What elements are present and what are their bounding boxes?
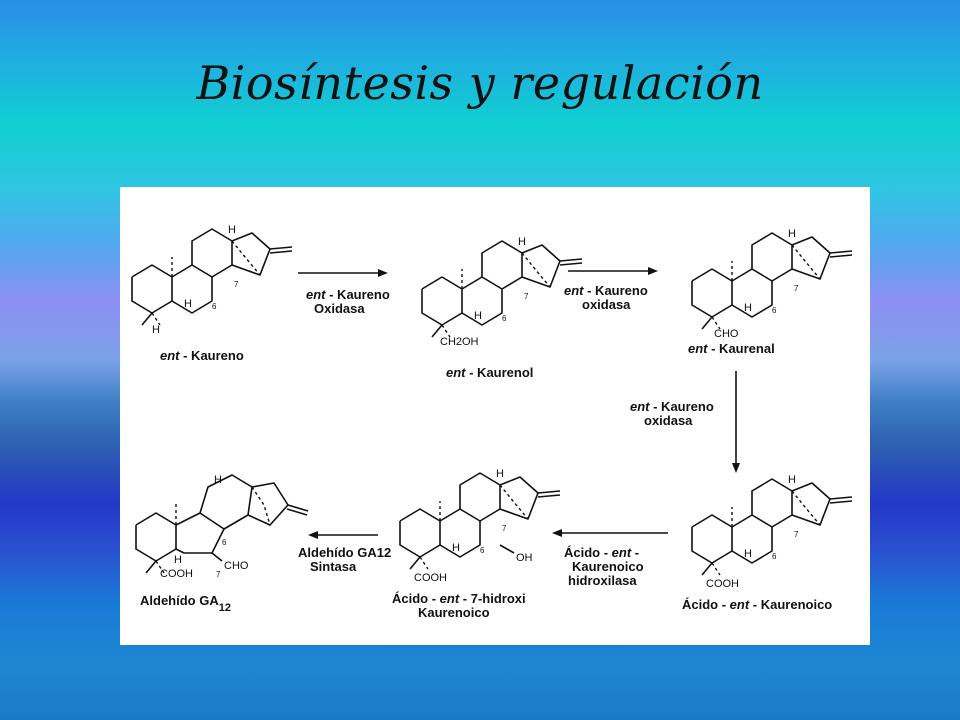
compound-name: Ácido - ent - 7-hidroxi (392, 591, 526, 606)
arrow-head (308, 531, 318, 539)
atom-number-6: 6 (222, 538, 227, 547)
atom-h: H (474, 310, 482, 322)
atom-h: H (496, 468, 504, 480)
atom-h: H (184, 298, 192, 310)
atom-number-7: 7 (502, 524, 507, 533)
atom-number-6: 6 (502, 314, 507, 323)
compound-acido-7-hidroxi-kaurenoico: H H 6 7 OH COOH Ácido - ent - 7-hidroxi … (392, 468, 561, 620)
atom-h: H (744, 548, 752, 560)
atom-group-cho: CHO (714, 328, 739, 340)
compound-ent-kaurenol: H H 6 7 CH2OH ent - Kaurenol (421, 236, 583, 380)
atom-h: H (452, 542, 460, 554)
atom-number-7: 7 (794, 530, 799, 539)
arrow-head (378, 269, 388, 277)
atom-group: H (152, 324, 160, 336)
compound-name: Ácido - ent - Kaurenoico (682, 597, 832, 612)
enzyme-label-line2: Kaurenoico (572, 559, 644, 574)
compound-ent-kaurenal: H H 6 7 CHO ent - Kaurenal (688, 228, 853, 356)
atom-number-7: 7 (216, 570, 221, 579)
enzyme-label-line2: oxidasa (644, 413, 693, 428)
atom-number-7: 7 (794, 284, 799, 293)
arrow-head (552, 529, 562, 537)
atom-h: H (228, 224, 236, 236)
arrow-head (732, 463, 740, 473)
compound-acido-ent-kaurenoico: H H 6 7 COOH Ácido - ent - Kaurenoico (682, 474, 853, 612)
enzyme-label-line2: Oxidasa (314, 301, 365, 316)
atom-number-7: 7 (234, 280, 239, 289)
slide-title: Biosíntesis y regulación (196, 56, 764, 110)
atom-group-cooh: COOH (706, 578, 739, 590)
atom-group-ch2oh: CH2OH (440, 336, 479, 348)
atom-h: H (518, 236, 526, 248)
biosynthesis-diagram: H H 6 7 H ent - Kaureno ent - Kaureno Ox… (120, 187, 870, 645)
enzyme-label: Ácido - ent - (564, 545, 639, 560)
atom-number-6: 6 (212, 302, 217, 311)
compound-name: ent - Kaurenal (688, 341, 775, 356)
atom-number-6: 6 (772, 552, 777, 561)
enzyme-label-line2: Sintasa (310, 559, 357, 574)
atom-substituent-oh: OH (516, 552, 533, 564)
atom-h: H (788, 474, 796, 486)
compound-name: ent - Kaureno (160, 348, 244, 363)
atom-group-cooh: COOH (414, 572, 447, 584)
enzyme-label: ent - Kaureno (564, 283, 648, 298)
atom-substituent-cho: CHO (224, 560, 249, 572)
compound-name-line2: Kaurenoico (418, 605, 490, 620)
compound-name: ent - Kaurenol (446, 365, 533, 380)
enzyme-label-line2: oxidasa (582, 297, 631, 312)
compound-name: Aldehído GA12 (140, 593, 231, 614)
atom-number-6: 6 (772, 306, 777, 315)
atom-number-7: 7 (524, 292, 529, 301)
atom-number-6: 6 (480, 546, 485, 555)
atom-group-cooh: COOH (160, 568, 193, 580)
atom-h: H (788, 228, 796, 240)
enzyme-label: ent - Kaureno (306, 287, 390, 302)
arrow-head (648, 267, 658, 275)
atom-h: H (174, 554, 182, 566)
compound-aldehido-ga12: H H 6 7 CHO COOH Aldehído GA12 (135, 474, 309, 614)
enzyme-label: Aldehído GA12 (298, 545, 391, 560)
pathway-svg: H H 6 7 H ent - Kaureno ent - Kaureno Ox… (131, 224, 853, 620)
compound-ent-kaureno: H H 6 7 H ent - Kaureno (131, 224, 293, 363)
atom-h: H (214, 474, 222, 486)
enzyme-label-line3: hidroxilasa (568, 573, 637, 588)
enzyme-label: ent - Kaureno (630, 399, 714, 414)
atom-h: H (744, 302, 752, 314)
